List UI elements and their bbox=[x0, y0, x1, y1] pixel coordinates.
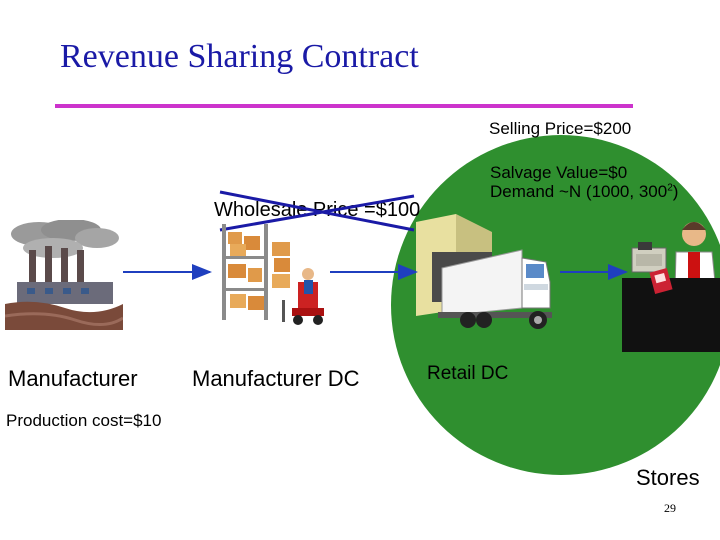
salvage-value-text: Salvage Value=$0 bbox=[490, 163, 628, 182]
retail-dc-label: Retail DC bbox=[427, 363, 509, 384]
title-underline bbox=[55, 104, 633, 108]
demand-main-text: Demand ~N (1000, 300 bbox=[490, 182, 668, 201]
page-title: Revenue Sharing Contract bbox=[60, 38, 419, 75]
demand-close-paren: ) bbox=[672, 182, 679, 201]
truck-icon bbox=[416, 214, 552, 329]
warehouse-icon bbox=[222, 224, 324, 325]
demand-text: Demand ~N (1000, 3002) bbox=[490, 182, 678, 202]
strike-line-2 bbox=[219, 194, 415, 232]
wholesale-strikethrough bbox=[219, 190, 415, 232]
production-cost-text: Production cost=$10 bbox=[6, 411, 162, 430]
demand-superscript: 2 bbox=[667, 182, 673, 194]
manufacturer-label: Manufacturer bbox=[8, 366, 138, 391]
stores-label: Stores bbox=[636, 465, 700, 490]
page-number: 29 bbox=[664, 501, 676, 515]
cashier-icon bbox=[622, 222, 720, 352]
factory-icon bbox=[5, 220, 123, 330]
manufacturer-dc-label: Manufacturer DC bbox=[192, 366, 360, 391]
strike-line-1 bbox=[219, 190, 415, 232]
selling-price-text: Selling Price=$200 bbox=[489, 119, 632, 138]
